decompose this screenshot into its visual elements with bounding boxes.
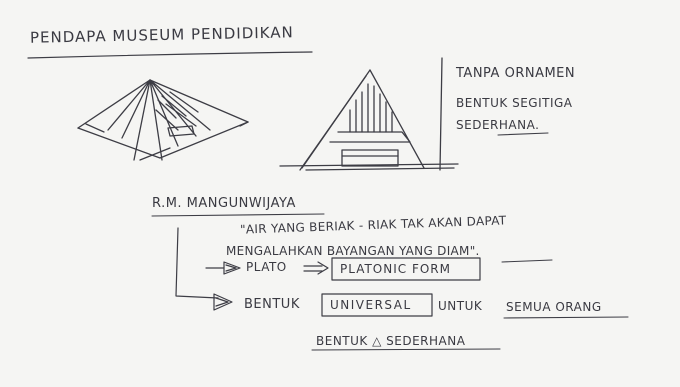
universal-emphasis: SEMUA ORANG	[506, 300, 602, 314]
pyramid-roof-sketch	[77, 79, 249, 161]
universal-arrow-icon	[213, 293, 233, 311]
footer-text: BENTUK △ SEDERHANA	[316, 334, 466, 348]
quote-underline	[501, 259, 553, 263]
author-name: R.M. MANGUNWIJAYA	[152, 196, 296, 211]
note-line-1: TANPA ORNAMEN	[456, 66, 576, 81]
note-line-3: SEDERHANA.	[456, 118, 540, 132]
plato-arrow-icon	[205, 261, 241, 275]
universal-label: UNIVERSAL	[330, 298, 412, 312]
footer-underline	[311, 348, 501, 351]
bracket-line	[175, 227, 219, 299]
sederhana-underline	[497, 132, 549, 136]
universal-middle: UNTUK	[438, 299, 483, 313]
universal-box	[321, 293, 433, 317]
platonic-form-label: PLATONIC FORM	[340, 262, 451, 276]
note-line-2: BENTUK SEGITIGA	[456, 96, 573, 110]
universal-prefix: BENTUK	[244, 297, 300, 312]
triangle-elevation-sketch	[279, 69, 459, 171]
to-platonic-arrow-icon	[303, 261, 329, 275]
platonic-form-box	[331, 257, 481, 281]
author-underline	[151, 213, 325, 217]
plato-label: PLATO	[246, 260, 287, 274]
title-underline	[27, 51, 313, 59]
quote-line-2: MENGALAHKAN BAYANGAN YANG DIAM".	[226, 244, 480, 258]
notes-divider	[439, 57, 443, 171]
semua-orang-underline	[503, 316, 629, 319]
